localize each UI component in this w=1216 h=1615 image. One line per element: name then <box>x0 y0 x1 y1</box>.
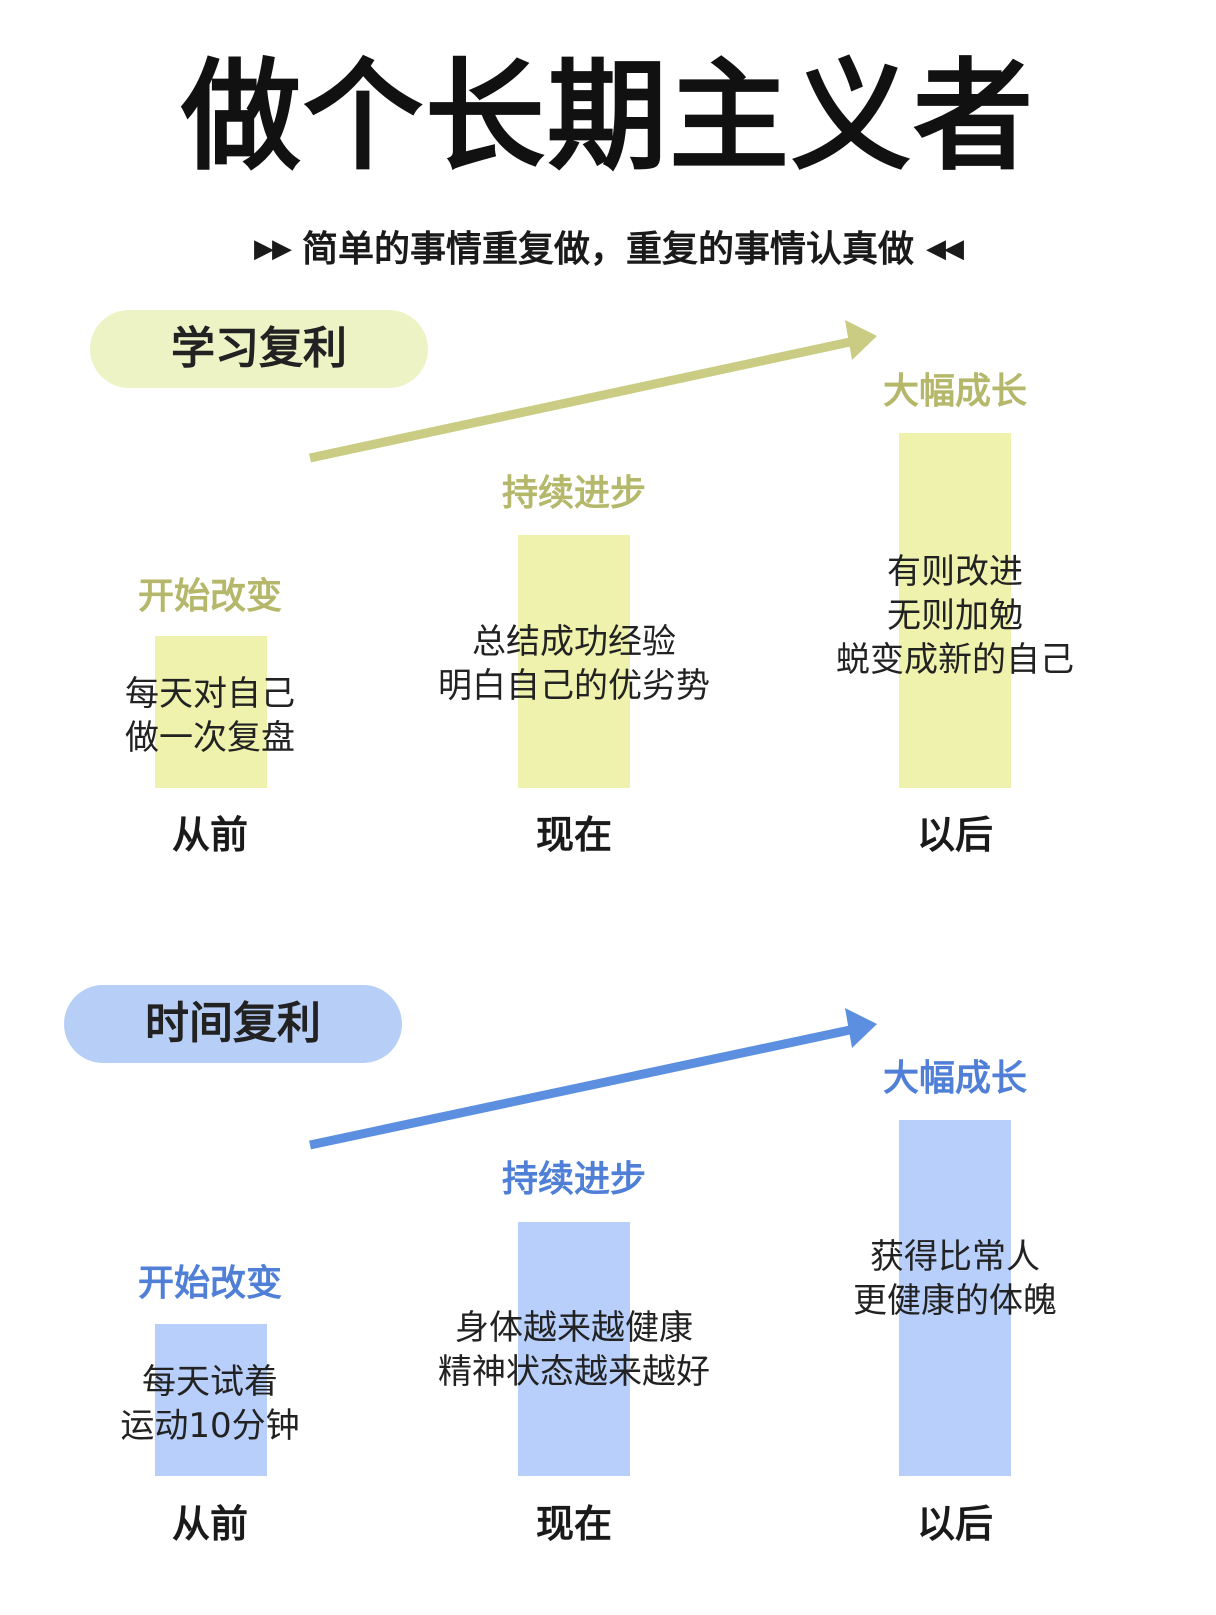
section-title: 时间复利 <box>145 998 321 1049</box>
time-label: 以后 <box>916 1502 993 1546</box>
stage-label: 开始改变 <box>137 576 282 617</box>
time-label: 从前 <box>171 813 248 857</box>
arrow-shaft <box>309 337 851 463</box>
stage-label: 大幅成长 <box>882 1058 1027 1099</box>
stage-label: 持续进步 <box>501 1159 646 1200</box>
stage-description: 获得比常人 更健康的体魄 <box>853 1237 1057 1321</box>
arrow-shaft <box>309 1025 851 1150</box>
section-time: 时间复利 开始改变 每天试着 运动10分钟 从前 持续进步 身体越来越健康 精神… <box>0 975 1216 1615</box>
growth-arrow-icon <box>309 320 877 463</box>
time-label: 从前 <box>171 1502 248 1546</box>
section-pill: 学习复利 <box>90 310 428 388</box>
section-learning: 学习复利 开始改变 每天对自己 做一次复盘 从前 持续进步 总结成功经验 明白自… <box>0 300 1216 940</box>
stage-description: 每天对自己 做一次复盘 <box>125 674 295 758</box>
arrow-head <box>845 1008 877 1048</box>
section-title: 学习复利 <box>171 323 347 374</box>
stage-label: 持续进步 <box>501 473 646 514</box>
stage-description: 身体越来越健康 精神状态越来越好 <box>438 1308 710 1392</box>
subtitle-text: 简单的事情重复做，重复的事情认真做 <box>301 229 914 270</box>
subtitle: ▶▶ 简单的事情重复做，重复的事情认真做 ◀◀ <box>0 224 1216 275</box>
arrow-head <box>845 320 877 360</box>
stage-label: 开始改变 <box>137 1263 282 1304</box>
time-label: 以后 <box>916 813 993 857</box>
stage-label: 大幅成长 <box>882 371 1027 412</box>
stage-bar <box>518 535 630 788</box>
play-forward-icon: ▶▶ <box>253 234 292 264</box>
section-pill: 时间复利 <box>64 985 402 1063</box>
growth-arrow-icon <box>309 1008 877 1150</box>
time-label: 现在 <box>535 813 612 857</box>
stage-bar <box>899 433 1011 788</box>
stage-description: 有则改进 无则加勉 蜕变成新的自己 <box>836 552 1074 680</box>
page-title: 做个长期主义者 <box>181 48 1035 187</box>
stage-description: 总结成功经验 明白自己的优劣势 <box>438 622 710 706</box>
stage-bar <box>518 1222 630 1476</box>
time-label: 现在 <box>535 1502 612 1546</box>
stage-description: 每天试着 运动10分钟 <box>120 1362 300 1446</box>
stage-bar <box>155 636 267 788</box>
stage-bar <box>899 1120 1011 1476</box>
play-backward-icon: ◀◀ <box>926 234 964 264</box>
stage-bar <box>155 1324 267 1476</box>
